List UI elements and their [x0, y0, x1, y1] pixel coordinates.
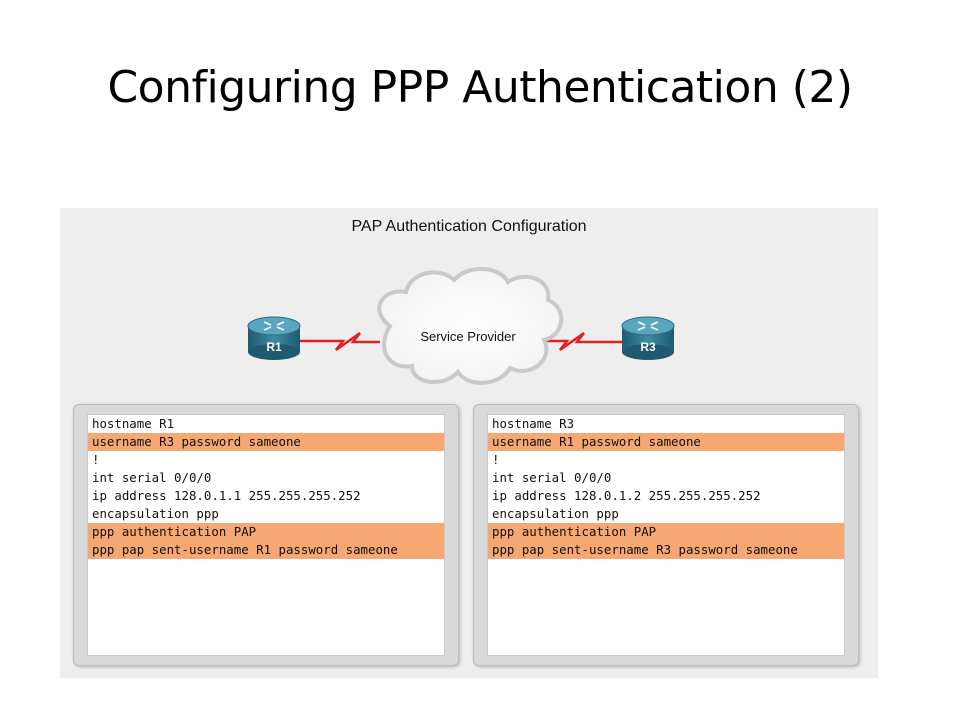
figure-title: PAP Authentication Configuration [351, 218, 587, 235]
serial-link-left [300, 331, 380, 352]
router-r3-label: R3 [640, 340, 656, 354]
config-line: username R1 password sameone [488, 433, 844, 451]
service-provider-cloud-icon: Service Provider [377, 266, 564, 385]
config-line: ppp pap sent-username R1 password sameon… [88, 541, 444, 559]
config-line: encapsulation ppp [492, 506, 619, 521]
serial-link-right [540, 331, 625, 352]
r1-config-panel: hostname R1 username R3 password sameone!… [73, 404, 459, 666]
config-line: ! [92, 452, 100, 467]
cloud-label: Service Provider [420, 329, 516, 344]
router-r1-label: R1 [266, 340, 282, 354]
pap-figure: PAP Authentication Configuration [60, 208, 878, 678]
network-topology: R1 R3 Service Provider [247, 266, 675, 385]
config-line: hostname R1 [92, 416, 175, 431]
config-line: ! [492, 452, 500, 467]
r1-config-text: hostname R1 username R3 password sameone!… [87, 414, 445, 656]
config-line: ppp pap sent-username R3 password sameon… [488, 541, 844, 559]
config-line: username R3 password sameone [88, 433, 444, 451]
slide-title: Configuring PPP Authentication (2) [107, 62, 853, 113]
config-line: int serial 0/0/0 [92, 470, 212, 485]
config-line: ppp authentication PAP [88, 523, 444, 541]
router-r1-icon: R1 [247, 316, 301, 360]
config-line: ppp authentication PAP [488, 523, 844, 541]
config-line: int serial 0/0/0 [492, 470, 612, 485]
r3-config-panel: hostname R3 username R1 password sameone!… [473, 404, 859, 666]
router-r3-icon: R3 [621, 316, 675, 360]
config-line: ip address 128.0.1.2 255.255.255.252 [492, 488, 761, 503]
config-line: encapsulation ppp [92, 506, 219, 521]
config-line: ip address 128.0.1.1 255.255.255.252 [92, 488, 361, 503]
r3-config-text: hostname R3 username R1 password sameone!… [487, 414, 845, 656]
config-line: hostname R3 [492, 416, 575, 431]
